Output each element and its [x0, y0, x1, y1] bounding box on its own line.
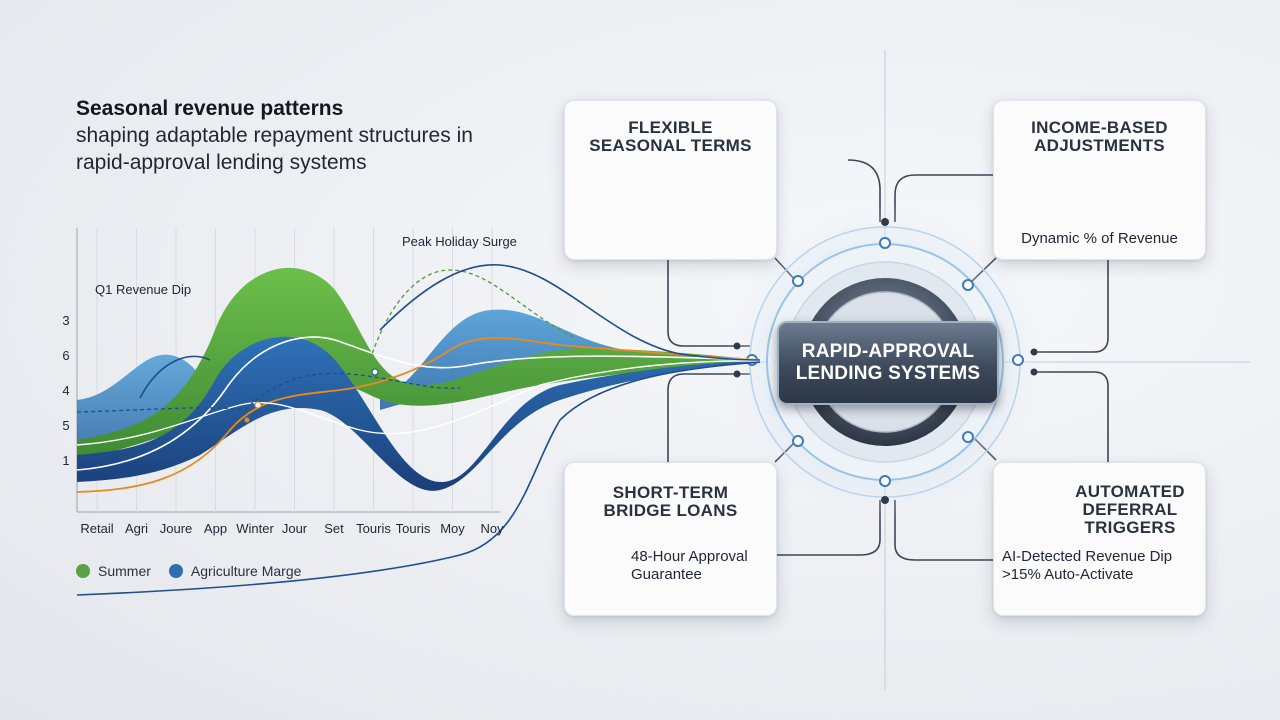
title-block: Seasonal revenue patterns shaping adapta… [76, 96, 536, 176]
y-tick-label: 1 [62, 453, 69, 468]
card-flexible-title-line-2: SEASONAL TERMS [589, 136, 752, 155]
x-tick-label: Touris [396, 521, 431, 536]
card-deferral-text-line-2: >15% Auto-Activate [1002, 566, 1134, 583]
card-deferral-title-line-2: DEFERRAL [1082, 500, 1178, 519]
x-tick-label: Jour [282, 521, 308, 536]
x-tick-label: Set [324, 521, 344, 536]
card-deferral-title-line-3: TRIGGERS [1084, 518, 1176, 537]
x-tick-label: Retail [80, 521, 113, 536]
y-tick-label: 6 [62, 348, 69, 363]
green-area [77, 267, 760, 458]
card-bridge-text-line-2: Guarantee [631, 566, 702, 583]
card-income-title-line-2: ADJUSTMENTS [1034, 136, 1165, 155]
page-subtitle-line-1: shaping adaptable repayment structures i… [76, 124, 473, 147]
hub-rapid-approval-lending-systems[interactable]: RAPID-APPROVAL LENDING SYSTEMS [777, 321, 999, 405]
card-deferral-text-line-1: AI-Detected Revenue Dip [1002, 548, 1173, 565]
page-subtitle-line-2: rapid-approval lending systems [76, 151, 367, 174]
legend-label-agriculture: Agriculture Marge [190, 563, 302, 579]
white-line-1 [76, 336, 761, 471]
card-income-title-line-1: INCOME-BASED [1031, 118, 1168, 137]
card-flexible-seasonal-terms[interactable]: FLEXIBLE SEASONAL TERMS [564, 100, 777, 260]
x-tick-label: App [204, 521, 227, 536]
legend-swatch-agriculture [168, 564, 183, 578]
card-income-caption: Dynamic % of Revenue [1021, 230, 1178, 247]
x-tick-label: Noy [480, 521, 504, 536]
annotation-q1-revenue-dip: Q1 Revenue Dip [95, 282, 191, 297]
card-bridge-text-line-1: 48-Hour Approval [631, 548, 748, 565]
y-tick-label: 4 [62, 383, 69, 398]
dark-blue-area [77, 336, 760, 491]
y-tick-label: 5 [62, 418, 69, 433]
x-tick-label: Joure [160, 521, 193, 536]
dashed-green-line [369, 269, 576, 361]
dashed-blue-line [76, 372, 461, 413]
card-deferral-title-line-1: AUTOMATED [1075, 482, 1185, 501]
x-tick-label: Agri [125, 521, 148, 536]
connector-dots [733, 218, 1038, 504]
x-tick-label: Touris [356, 521, 391, 536]
chart-legend: Summer Agriculture Marge [76, 563, 301, 579]
card-short-term-bridge-loans[interactable]: SHORT-TERM BRIDGE LOANS 48-Hour Approval… [564, 462, 777, 616]
dark-blue-line [139, 264, 761, 399]
page-title: Seasonal revenue patterns [76, 97, 344, 120]
legend-label-summer: Summer [98, 563, 151, 579]
revenue-chart: 3 6 4 5 1 Retail Agri Joure App Winter Jour Set Tou… [62, 228, 761, 596]
card-bridge-title-line-2: BRIDGE LOANS [603, 501, 738, 520]
card-flexible-title-line-1: FLEXIBLE [628, 118, 713, 137]
hub-line-1: RAPID-APPROVAL [801, 341, 975, 362]
x-tick-label: Moy [440, 521, 465, 536]
dark-blue-sweep-line [76, 361, 761, 596]
hub-line-2: LENDING SYSTEMS [795, 363, 981, 384]
white-line-2 [76, 360, 761, 446]
card-bridge-title-line-1: SHORT-TERM [612, 483, 729, 502]
annotation-peak-holiday-surge: Peak Holiday Surge [402, 234, 517, 249]
legend-swatch-summer [76, 564, 90, 578]
orange-series-line [76, 337, 761, 493]
x-tick-label: Winter [236, 521, 274, 536]
card-income-based-adjustments[interactable]: INCOME-BASED ADJUSTMENTS Dynamic % of Re… [993, 100, 1206, 260]
card-automated-deferral-triggers[interactable]: AUTOMATED DEFERRAL TRIGGERS AI-Detected … [993, 462, 1206, 616]
y-tick-label: 3 [62, 313, 69, 328]
connector-nodes [746, 237, 1024, 487]
